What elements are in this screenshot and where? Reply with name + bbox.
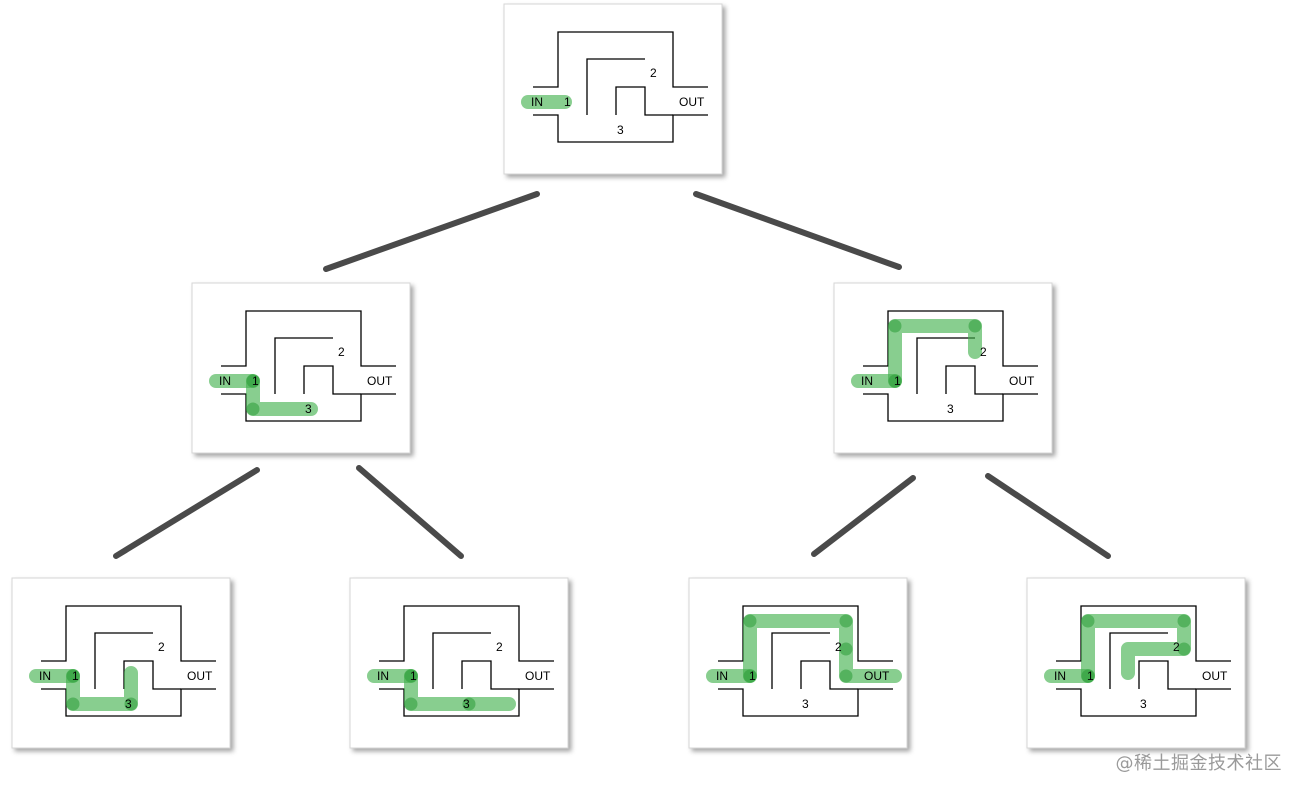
maze: IN OUT 1 2 3 — [1044, 605, 1232, 717]
path-junction-dot — [1081, 669, 1095, 683]
edge-n-1-2-to-out — [811, 475, 916, 557]
path-junction-dot — [839, 642, 853, 656]
path-junction-dot — [1081, 614, 1095, 628]
panel-card — [11, 577, 231, 749]
path-junction-dot — [839, 614, 853, 628]
path-junction-dot — [404, 669, 418, 683]
label-node-1: 1 — [894, 374, 901, 388]
path-junction-dot — [968, 319, 982, 333]
label-node-2: 2 — [1173, 640, 1180, 654]
label-node-1: 1 — [749, 669, 756, 683]
edge-n-1-3-to-dead — [113, 467, 260, 559]
path-junction-dot — [66, 669, 80, 683]
path-junction-dot — [888, 374, 902, 388]
path-junction-dot — [743, 669, 757, 683]
edge-n-1-2-to-inner — [985, 473, 1111, 559]
path-junction-dot — [462, 697, 476, 711]
maze: IN OUT 1 2 3 — [521, 31, 709, 143]
path-segment — [66, 666, 138, 711]
label-node-3: 3 — [463, 697, 470, 711]
label-node-3: 3 — [947, 402, 954, 416]
label-node-3: 3 — [617, 123, 624, 137]
maze: IN OUT 1 2 3 — [29, 605, 217, 717]
panel-card — [503, 3, 723, 175]
label-node-2: 2 — [158, 640, 165, 654]
label-in: IN — [716, 669, 728, 683]
path-junction-dot — [839, 669, 853, 683]
label-out: OUT — [187, 669, 213, 683]
edge-root-to-n-1-2 — [693, 191, 902, 270]
path-junction-dot — [1177, 642, 1191, 656]
label-out: OUT — [367, 374, 393, 388]
label-out: OUT — [864, 669, 890, 683]
label-node-2: 2 — [980, 345, 987, 359]
maze-panel-n-1-3-bottom: IN OUT 1 2 3 — [349, 577, 569, 749]
label-in: IN — [377, 669, 389, 683]
maze: IN OUT 1 2 3 — [209, 310, 397, 422]
path-segment — [1081, 614, 1191, 683]
explored-path — [29, 666, 138, 711]
label-in: IN — [1054, 669, 1066, 683]
path-junction-dot — [124, 697, 138, 711]
path-segment — [888, 319, 982, 388]
tree-edges — [113, 191, 1111, 559]
path-junction-dot — [66, 697, 80, 711]
label-node-2: 2 — [338, 345, 345, 359]
maze-panel-n-1-3-dead: IN OUT 1 2 3 — [11, 577, 231, 749]
label-in: IN — [531, 95, 543, 109]
label-node-2: 2 — [496, 640, 503, 654]
label-out: OUT — [1009, 374, 1035, 388]
explored-path — [706, 614, 902, 683]
label-node-3: 3 — [802, 697, 809, 711]
explored-path — [1044, 614, 1191, 683]
panel-card — [349, 577, 569, 749]
label-node-1: 1 — [72, 669, 79, 683]
label-node-1: 1 — [252, 374, 259, 388]
label-node-3: 3 — [1140, 697, 1147, 711]
path-junction-dot — [743, 614, 757, 628]
label-node-1: 1 — [1087, 669, 1094, 683]
label-in: IN — [39, 669, 51, 683]
label-out: OUT — [679, 95, 705, 109]
maze: IN OUT 1 2 3 — [851, 310, 1039, 422]
path-junction-dot — [246, 374, 260, 388]
label-out: OUT — [1202, 669, 1228, 683]
path-junction-dot — [888, 319, 902, 333]
label-node-1: 1 — [564, 95, 571, 109]
label-out: OUT — [525, 669, 551, 683]
panel-card — [688, 577, 908, 749]
maze-panel-n-1-2-inner: IN OUT 1 2 3 — [1026, 577, 1246, 749]
panel-card — [833, 282, 1053, 454]
explored-path — [851, 319, 982, 388]
panel-card — [191, 282, 411, 454]
label-node-2: 2 — [650, 66, 657, 80]
maze-panel-n-1-3: IN OUT 1 2 3 — [191, 282, 411, 454]
maze-panel-n-1-2-out: IN OUT 1 2 3 — [688, 577, 908, 749]
panel-card — [1026, 577, 1246, 749]
label-node-3: 3 — [305, 402, 312, 416]
watermark-text: @稀土掘金技术社区 — [1115, 753, 1282, 774]
path-junction-dot — [404, 697, 418, 711]
label-node-2: 2 — [835, 640, 842, 654]
label-in: IN — [861, 374, 873, 388]
maze-panel-n-1-2: IN OUT 1 2 3 — [833, 282, 1053, 454]
label-node-3: 3 — [125, 697, 132, 711]
explored-path — [367, 669, 516, 711]
label-in: IN — [219, 374, 231, 388]
explored-path — [209, 374, 318, 416]
path-junction-dot — [1177, 614, 1191, 628]
edge-root-to-n-1-3 — [323, 191, 540, 272]
maze: IN OUT 1 2 3 — [367, 605, 555, 717]
maze: IN OUT 1 2 3 — [706, 605, 902, 717]
maze-panel-root: IN OUT 1 2 3 — [503, 3, 723, 175]
label-node-1: 1 — [410, 669, 417, 683]
path-junction-dot — [246, 402, 260, 416]
edge-n-1-3-to-bottom — [356, 465, 464, 559]
